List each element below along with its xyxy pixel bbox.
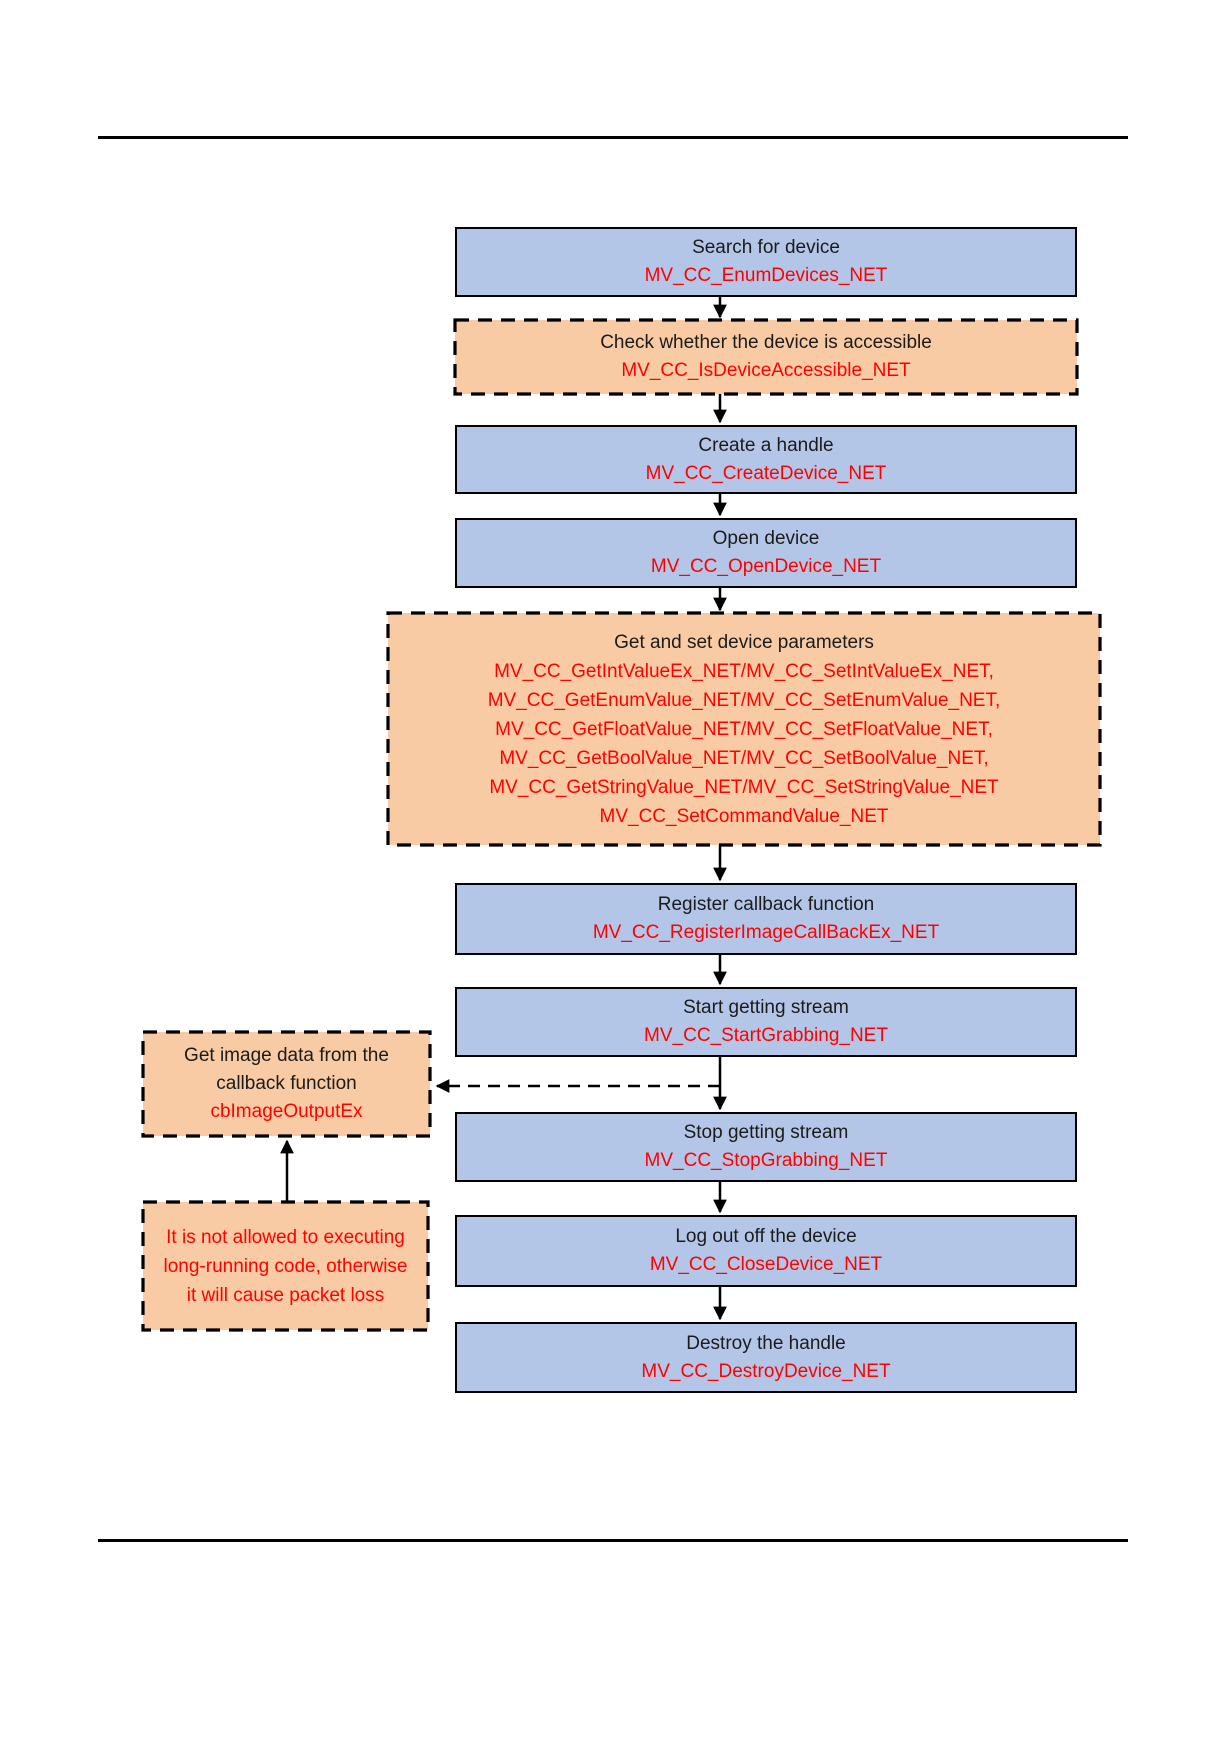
step-api-function: MV_CC_OpenDevice_NET [650, 556, 882, 577]
step-api-function: MV_CC_CloseDevice_NET [649, 1254, 883, 1275]
flow-step-stop-grabbing: Stop getting stream MV_CC_StopGrabbing_N… [455, 1112, 1077, 1182]
flow-step-search-device: Search for device MV_CC_EnumDevices_NET [455, 227, 1077, 297]
step-title: Log out off the device [675, 1226, 857, 1247]
step-api-function: MV_CC_GetEnumValue_NET/MV_CC_SetEnumValu… [487, 689, 1001, 711]
step-api-function: MV_CC_GetIntValueEx_NET/MV_CC_SetIntValu… [494, 660, 994, 682]
step-title: Create a handle [698, 434, 834, 456]
step-title: Start getting stream [683, 997, 849, 1018]
step-api-function: MV_CC_IsDeviceAccessible_NET [621, 360, 911, 381]
flow-step-register-callback: Register callback function MV_CC_Registe… [455, 883, 1077, 955]
step-title: Search for device [692, 237, 840, 258]
flow-step-open-device: Open device MV_CC_OpenDevice_NET [455, 518, 1077, 588]
top-rule [98, 136, 1128, 139]
step-api-function: MV_CC_GetStringValue_NET/MV_CC_SetString… [489, 776, 999, 798]
flow-step-check-accessible: Check whether the device is accessible M… [455, 320, 1077, 394]
flow-step-destroy-handle: Destroy the handle MV_CC_DestroyDevice_N… [455, 1322, 1077, 1393]
note-warning-text: It is not allowed to executing long-runn… [163, 1226, 408, 1306]
note-title: Get image data from the callback functio… [184, 1045, 389, 1094]
step-api-function: MV_CC_StartGrabbing_NET [644, 1025, 888, 1046]
step-title: Get and set device parameters [614, 631, 874, 653]
flow-step-start-grabbing: Start getting stream MV_CC_StartGrabbing… [455, 987, 1077, 1057]
flow-step-close-device: Log out off the device MV_CC_CloseDevice… [455, 1215, 1077, 1287]
step-api-function: MV_CC_GetFloatValue_NET/MV_CC_SetFloatVa… [495, 718, 993, 740]
flow-step-create-handle: Create a handle MV_CC_CreateDevice_NET [455, 425, 1077, 494]
step-title: Destroy the handle [686, 1332, 846, 1354]
note-callback-data: Get image data from the callback functio… [143, 1032, 430, 1136]
step-api-function: MV_CC_GetBoolValue_NET/MV_CC_SetBoolValu… [499, 747, 989, 769]
step-api-function: MV_CC_CreateDevice_NET [645, 462, 887, 484]
note-api-function: cbImageOutputEx [210, 1101, 363, 1122]
step-title: Stop getting stream [683, 1122, 849, 1143]
step-title: Open device [712, 528, 820, 549]
step-api-function: MV_CC_StopGrabbing_NET [644, 1150, 888, 1171]
bottom-rule [98, 1539, 1128, 1542]
step-api-function: MV_CC_EnumDevices_NET [644, 265, 888, 286]
step-api-function: MV_CC_SetCommandValue_NET [599, 805, 889, 827]
step-api-function: MV_CC_DestroyDevice_NET [641, 1360, 891, 1382]
step-title: Check whether the device is accessible [600, 332, 932, 353]
flow-step-get-set-params: Get and set device parameters MV_CC_GetI… [388, 613, 1100, 845]
step-api-function: MV_CC_RegisterImageCallBackEx_NET [592, 922, 940, 943]
step-title: Register callback function [657, 894, 875, 915]
note-warning: It is not allowed to executing long-runn… [143, 1202, 428, 1330]
